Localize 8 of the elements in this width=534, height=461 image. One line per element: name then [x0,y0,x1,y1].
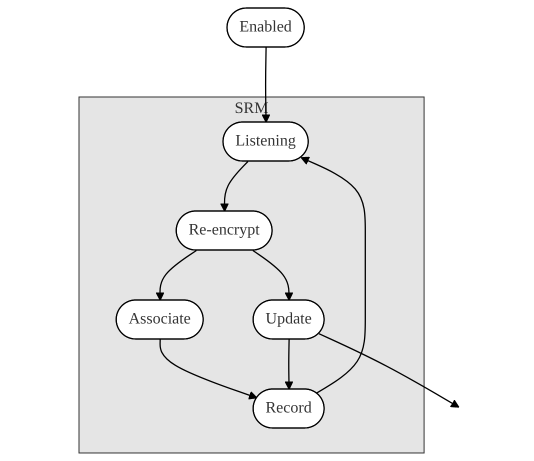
arrow [318,333,460,408]
arrow [261,47,270,123]
arrow [300,156,366,394]
arrow [284,339,294,390]
arrow [252,250,294,301]
arrow [159,339,258,400]
arrow [155,250,196,301]
arrow [220,161,248,212]
